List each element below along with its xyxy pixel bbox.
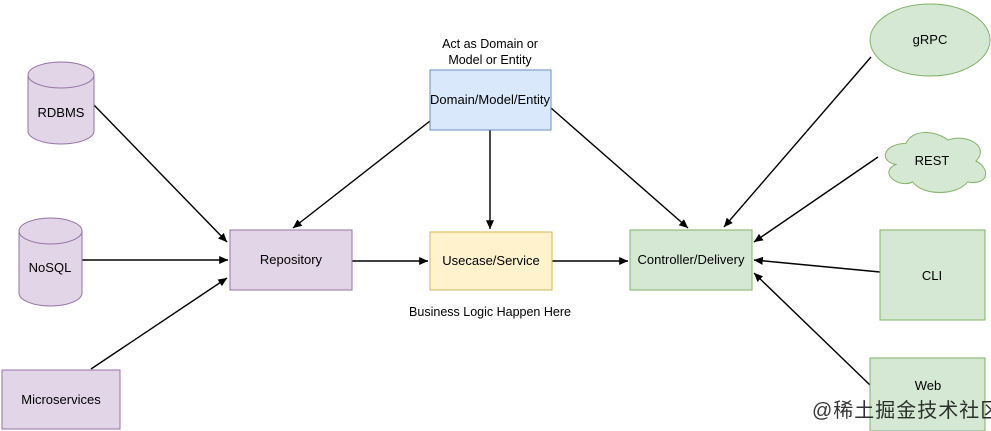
usecase-caption: Business Logic Happen Here — [409, 305, 571, 319]
controller-box — [629, 229, 753, 291]
microservices-box — [1, 369, 121, 430]
arrow-cli-to-controller — [753, 256, 881, 273]
node-repository: Repository — [229, 229, 353, 291]
grpc-ellipse — [869, 3, 991, 77]
arrow-domain-to-repository — [292, 120, 431, 229]
arrow-rest-to-controller — [753, 156, 879, 243]
repository-box — [229, 229, 353, 291]
domain-caption-line2: Model or Entity — [448, 53, 532, 67]
arrow-microservices-to-repository — [90, 277, 228, 370]
usecase-box — [429, 231, 553, 291]
nosql-label: NoSQL — [29, 260, 72, 275]
rest-cloud — [884, 132, 986, 193]
node-web: Web — [869, 357, 986, 431]
microservices-label: Microservices — [21, 392, 101, 407]
cli-box — [879, 229, 986, 321]
nosql-cylinder — [18, 217, 83, 307]
node-grpc: gRPC — [869, 3, 991, 77]
usecase-label: Usecase/Service — [442, 253, 540, 268]
cli-label: CLI — [922, 268, 942, 283]
node-nosql: NoSQL — [18, 217, 83, 307]
node-cli: CLI — [879, 229, 986, 321]
web-box — [869, 357, 986, 431]
node-rest: REST — [884, 132, 986, 193]
node-microservices: Microservices — [1, 369, 121, 430]
domain-box — [429, 69, 552, 131]
node-domain: Domain/Model/Entity — [429, 69, 552, 131]
domain-caption-line1: Act as Domain or — [442, 37, 538, 51]
node-rdbms: RDBMS — [27, 61, 95, 145]
nosql-cylinder-rim — [18, 230, 83, 245]
rdbms-cylinder-rim — [27, 74, 95, 89]
repository-label: Repository — [260, 252, 323, 267]
node-usecase: Usecase/Service — [429, 231, 553, 291]
rdbms-cylinder — [27, 61, 95, 145]
rdbms-label: RDBMS — [38, 105, 85, 120]
arrow-grpc-to-controller — [723, 56, 872, 228]
domain-label: Domain/Model/Entity — [430, 92, 550, 107]
arrow-domain-to-controller — [550, 107, 689, 229]
controller-label: Controller/Delivery — [638, 252, 745, 267]
watermark: @稀土掘金技术社区 — [812, 399, 991, 422]
edges-layer — [82, 56, 881, 387]
arrow-rdbms-to-repository — [92, 103, 228, 243]
arrow-web-to-controller — [753, 272, 872, 387]
web-label: Web — [915, 378, 942, 393]
grpc-label: gRPC — [913, 32, 948, 47]
node-controller: Controller/Delivery — [629, 229, 753, 291]
rest-label: REST — [915, 153, 950, 168]
